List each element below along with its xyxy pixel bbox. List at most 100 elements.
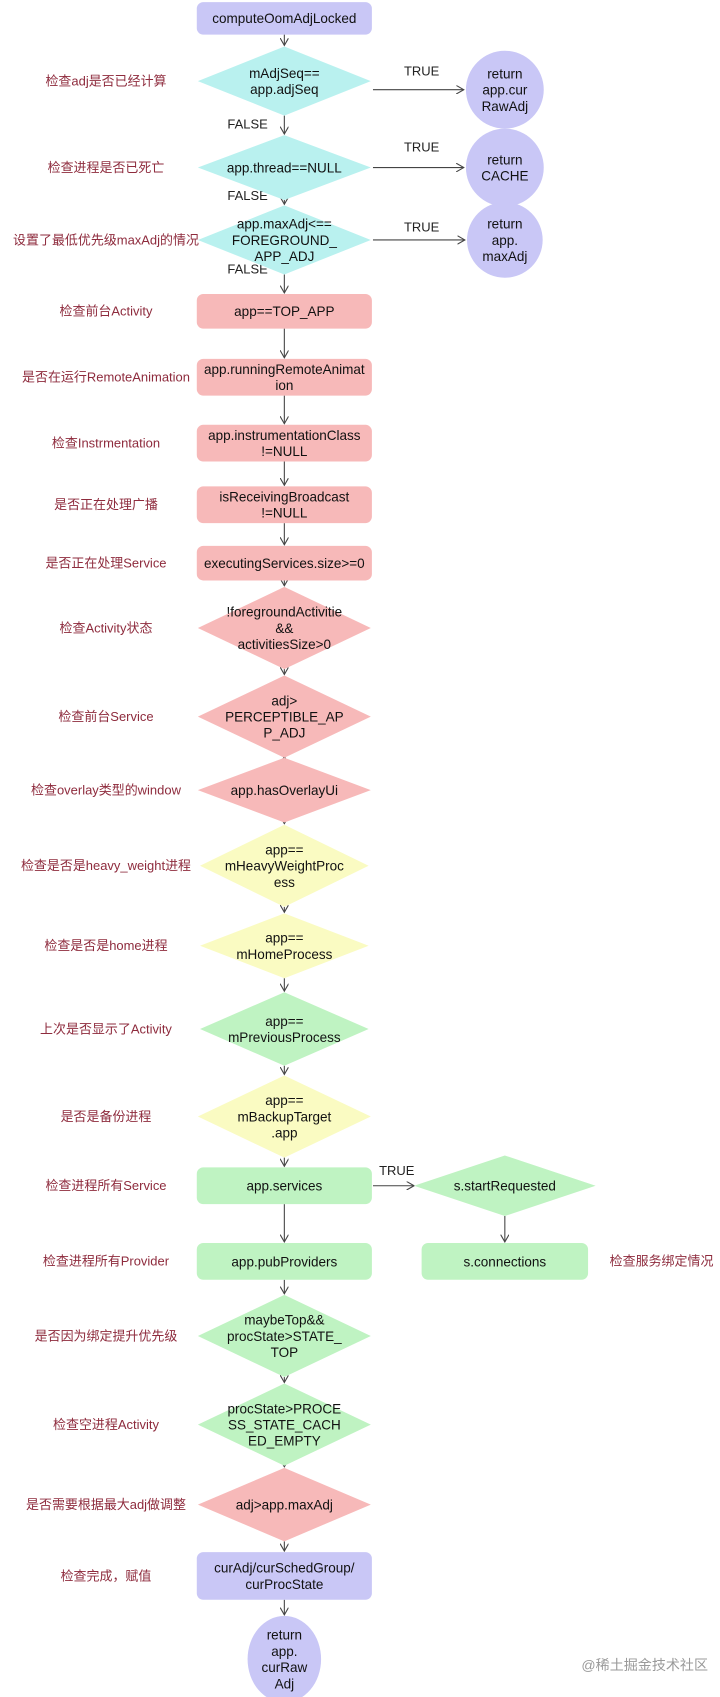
node-text: maybeTop&&procState>STATE_TOP xyxy=(227,1313,342,1360)
node-text-line: app.instrumentationClass xyxy=(208,428,361,443)
node-text: app==mHomeProcess xyxy=(236,931,332,962)
step-label: 检查overlay类型的window xyxy=(31,782,182,797)
node-text-line: return xyxy=(267,1628,302,1643)
node-startReq: s.startRequested xyxy=(414,1155,596,1217)
node-top: app==TOP_APP xyxy=(196,294,372,329)
node-text: !foregroundActivitie&&activitiesSize>0 xyxy=(227,605,343,652)
node-text-line: return xyxy=(487,66,522,81)
node-text-line: curProcState xyxy=(245,1577,323,1592)
process-box xyxy=(196,358,372,396)
node-text-line: app. xyxy=(271,1644,297,1659)
step-label: 是否是备份进程 xyxy=(61,1109,152,1124)
false-label: FALSE xyxy=(227,117,268,132)
node-text-line: s.startRequested xyxy=(454,1179,556,1194)
node-text: curAdj/curSchedGroup/curProcState xyxy=(214,1561,355,1592)
node-text-line: app==TOP_APP xyxy=(234,304,334,319)
node-text-line: app== xyxy=(265,842,303,857)
node-text-line: !=NULL xyxy=(261,506,308,521)
node-text: isReceivingBroadcast!=NULL xyxy=(219,490,349,521)
node-text-line: app.maxAdj<== xyxy=(237,217,332,232)
node-text-line: !=NULL xyxy=(261,444,308,459)
node-text: s.connections xyxy=(464,1254,547,1269)
step-label: 是否需要根据最大adj做调整 xyxy=(26,1497,186,1512)
node-bcast: isReceivingBroadcast!=NULL xyxy=(196,486,372,524)
node-adjSeq: mAdjSeq==app.adjSeq xyxy=(197,46,371,116)
node-execSvc: executingServices.size>=0 xyxy=(196,545,372,581)
node-text-line: app== xyxy=(265,931,303,946)
true-label: TRUE xyxy=(379,1163,415,1178)
step-label: 检查是否是heavy_weight进程 xyxy=(21,858,191,873)
decision-diamond xyxy=(197,1467,371,1542)
node-text: app.maxAdj<==FOREGROUND_APP_ADJ xyxy=(232,217,337,264)
node-text-line: mAdjSeq== xyxy=(249,66,320,81)
node-text: app.pubProviders xyxy=(231,1254,337,1269)
node-text-line: return xyxy=(487,152,522,167)
node-text-line: adj> xyxy=(271,693,297,708)
step-label: 是否因为绑定提升优先级 xyxy=(35,1328,178,1343)
step-label: 是否正在处理广播 xyxy=(54,497,158,512)
decision-diamond xyxy=(197,205,371,275)
node-maxAdj: app.maxAdj<==FOREGROUND_APP_ADJ xyxy=(197,205,371,275)
decision-diamond xyxy=(197,1383,371,1466)
node-text-line: executingServices.size>=0 xyxy=(204,556,365,571)
node-text-line: Adj xyxy=(275,1676,295,1691)
node-text: app.services xyxy=(246,1179,322,1194)
node-text: adj>app.maxAdj xyxy=(236,1497,333,1512)
decision-diamond xyxy=(197,1294,371,1378)
process-box xyxy=(421,1243,589,1280)
watermark: @稀土掘金技术社区 xyxy=(581,1657,708,1673)
step-label: 检查进程所有Provider xyxy=(43,1254,170,1269)
node-text-line: RawAdj xyxy=(482,99,529,114)
node-text: app==mBackupTarget.app xyxy=(237,1093,331,1140)
process-box xyxy=(196,1167,372,1205)
node-text-line: app.adjSeq xyxy=(250,82,318,97)
node-text-line: maybeTop&& xyxy=(244,1313,324,1328)
node-text: app.instrumentationClass!=NULL xyxy=(208,428,361,459)
node-text-line: s.connections xyxy=(464,1254,547,1269)
node-text-line: app.thread==NULL xyxy=(227,160,342,175)
node-text-line: app.hasOverlayUi xyxy=(231,783,338,798)
node-text: s.startRequested xyxy=(454,1179,556,1194)
step-label: 检查前台Activity xyxy=(60,304,153,319)
process-box xyxy=(196,294,372,329)
node-text-line: maxAdj xyxy=(482,249,527,264)
step-label: 检查完成，赋值 xyxy=(61,1568,152,1583)
node-instr: app.instrumentationClass!=NULL xyxy=(196,424,372,462)
node-text: app==TOP_APP xyxy=(234,304,334,319)
process-box xyxy=(196,486,372,524)
node-text-line: app.cur xyxy=(482,83,528,98)
node-text-line: app.runningRemoteAnimat xyxy=(204,362,365,377)
decision-diamond xyxy=(197,46,371,116)
step-label: 检查进程是否已死亡 xyxy=(48,160,165,175)
step-label: 检查服务绑定情况 xyxy=(610,1254,714,1269)
node-start: computeOomAdjLocked xyxy=(196,2,372,35)
node-text: app==mPreviousProcess xyxy=(228,1014,341,1045)
step-label: 检查adj是否已经计算 xyxy=(45,73,166,88)
terminal-circle xyxy=(465,50,544,129)
false-label: FALSE xyxy=(227,188,268,203)
step-label: 是否在运行RemoteAnimation xyxy=(22,370,190,385)
node-maybeTop: maybeTop&&procState>STATE_TOP xyxy=(197,1294,371,1378)
step-label: 上次是否显示了Activity xyxy=(40,1021,172,1036)
process-box xyxy=(196,2,372,35)
node-backup: app==mBackupTarget.app xyxy=(197,1075,371,1158)
node-text-line: !foregroundActivitie xyxy=(227,605,343,620)
node-text-line: CACHE xyxy=(481,169,528,184)
node-text-line: app. xyxy=(492,233,518,248)
node-text-line: TOP xyxy=(271,1345,299,1360)
node-text-line: app== xyxy=(265,1093,303,1108)
decision-diamond xyxy=(197,675,371,758)
false-label: FALSE xyxy=(227,261,268,276)
